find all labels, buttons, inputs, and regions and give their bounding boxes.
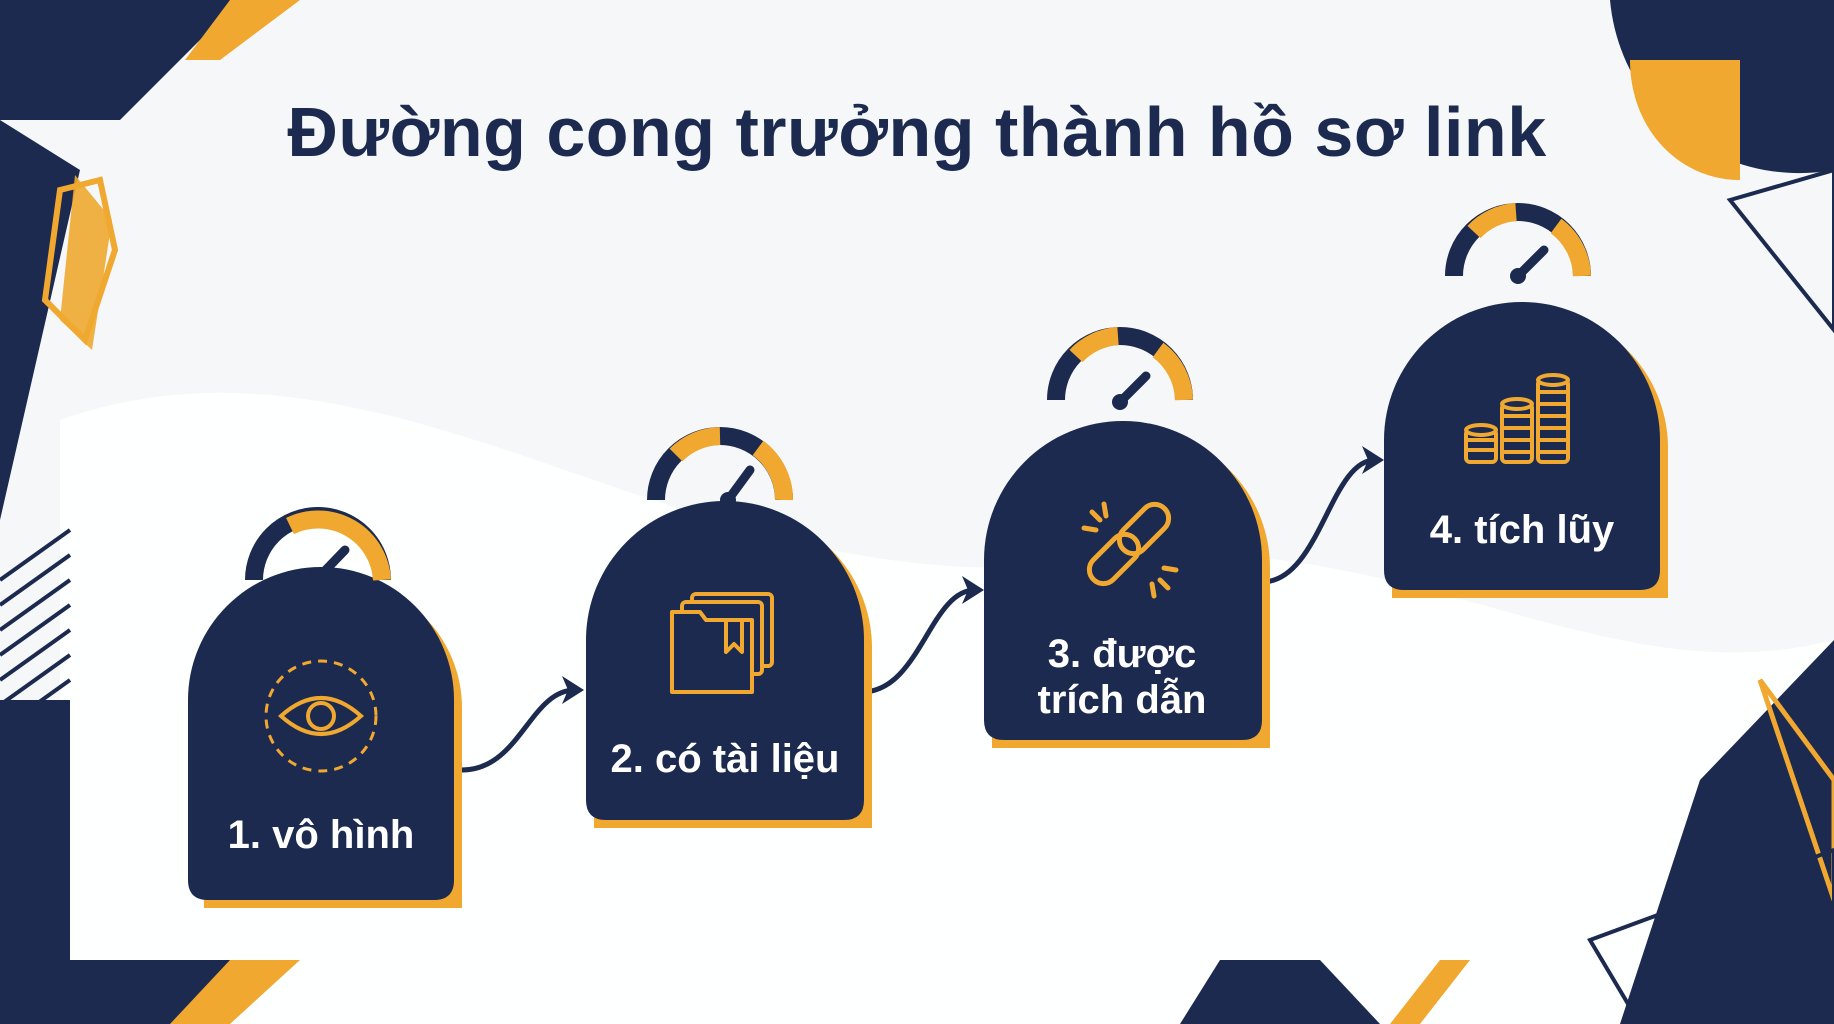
stage-1: 1. vô hình: [188, 507, 462, 908]
page-title: Đường cong trưởng thành hồ sơ link: [287, 93, 1547, 171]
stage-card-3: [984, 421, 1262, 740]
arrowhead-1: [562, 676, 584, 704]
arrowhead-2: [962, 576, 984, 604]
folder-icon: [670, 592, 774, 694]
gauge-2: [647, 427, 794, 508]
stage-label-1: 1. vô hình: [228, 813, 415, 857]
stage-label-2: 2. có tài liệu: [611, 737, 840, 781]
stage-label-4: 4. tích lũy: [1430, 508, 1615, 552]
gauge-3: [1047, 327, 1193, 410]
stage-2: 2. có tài liệu: [586, 427, 872, 828]
stage-4: 4. tích lũy: [1384, 203, 1668, 598]
eye-icon: [264, 659, 378, 773]
stage-3: 3. được trích dẫn: [984, 327, 1270, 748]
arrowhead-3: [1362, 446, 1384, 474]
broken-link-icon: [1081, 501, 1179, 599]
coins-icon: [1464, 373, 1570, 464]
stage-label-3-line-2: trích dẫn: [1038, 676, 1207, 722]
stage-label-3-line-1: 3. được: [1048, 632, 1197, 676]
gauge-4: [1445, 203, 1591, 284]
gauge-1: [245, 507, 391, 586]
